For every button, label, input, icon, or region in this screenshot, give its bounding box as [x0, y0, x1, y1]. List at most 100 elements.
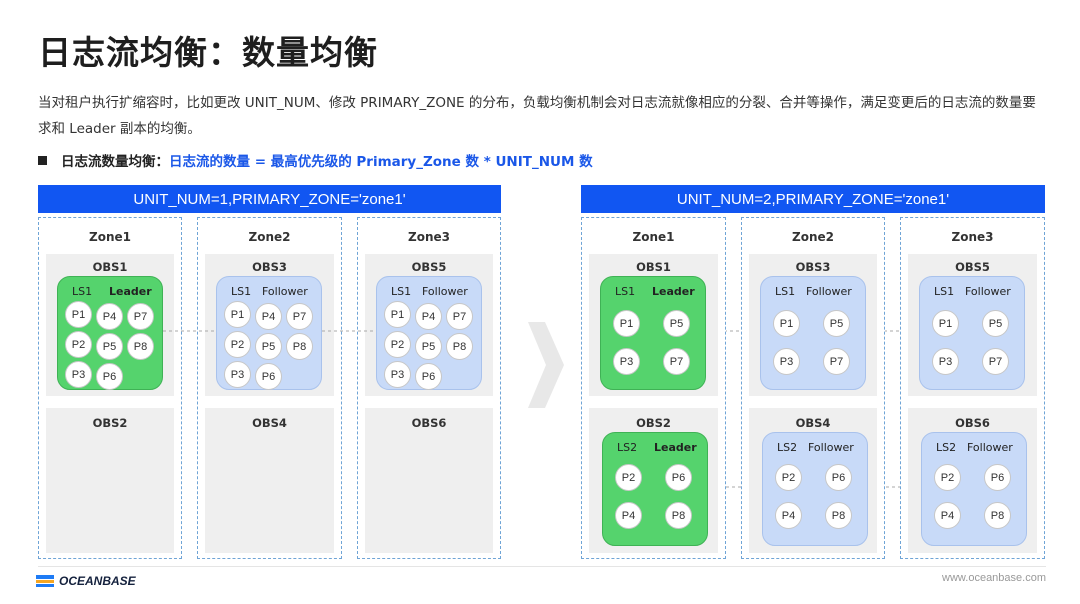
- partition-circle: P6: [825, 464, 852, 491]
- partition-circle: P5: [415, 333, 442, 360]
- partition-circle: P5: [982, 310, 1009, 337]
- bullet-formula: 日志流的数量 = 最高优先级的 Primary_Zone 数 * UNIT_NU…: [169, 154, 593, 170]
- ls-name: LS2: [777, 441, 798, 454]
- partition-circle: P1: [65, 301, 92, 328]
- partition-circle: P3: [613, 348, 640, 375]
- partition-circle: P8: [825, 502, 852, 529]
- zone-title: Zone2: [248, 230, 291, 244]
- right-zone1: Zone1 OBS1 LS1 Leader P1 P5 P3 P7 OBS2 L…: [581, 217, 726, 559]
- obs-box: OBS4 LS2 Follower P2 P6 P4 P8: [749, 408, 877, 553]
- ls-name: LS1: [934, 285, 955, 298]
- partition-circle: P6: [984, 464, 1011, 491]
- obs-box: OBS6: [365, 408, 493, 553]
- partition-circle: P4: [775, 502, 802, 529]
- obs-label: OBS1: [92, 260, 128, 274]
- partition-circle: P2: [615, 464, 642, 491]
- ls-name: LS2: [936, 441, 957, 454]
- partition-circle: P3: [384, 361, 411, 388]
- partition-circle: P4: [96, 303, 123, 330]
- log-stream-box: LS2 Follower P2 P6 P4 P8: [762, 432, 868, 546]
- partition-circle: P1: [384, 301, 411, 328]
- website-text: www.oceanbase.com: [942, 572, 1046, 584]
- partition-circle: P5: [255, 333, 282, 360]
- partition-circle: P5: [663, 310, 690, 337]
- partition-circle: P3: [224, 361, 251, 388]
- ls-role: Leader: [652, 285, 695, 298]
- bullet-line: 日志流数量均衡： 日志流的数量 = 最高优先级的 Primary_Zone 数 …: [38, 150, 593, 170]
- ls-role: Follower: [965, 285, 1011, 298]
- partition-circle: P8: [446, 333, 473, 360]
- partition-circle: P1: [932, 310, 959, 337]
- obs-label: OBS2: [636, 416, 671, 430]
- bullet-label: 日志流数量均衡：: [61, 154, 169, 170]
- log-stream-box: LS1 Follower P1 P4 P7 P2 P5 P8 P3 P6: [216, 276, 322, 390]
- partition-circle: P6: [415, 363, 442, 390]
- transition-arrow-icon: [528, 322, 564, 408]
- partition-circle: P7: [982, 348, 1009, 375]
- obs-label: OBS5: [955, 260, 990, 274]
- ls-name: LS1: [72, 285, 93, 298]
- log-stream-box: LS1 Follower P1 P5 P3 P7: [919, 276, 1025, 390]
- partition-circle: P3: [65, 361, 92, 388]
- partition-circle: P4: [415, 303, 442, 330]
- partition-circle: P2: [224, 331, 251, 358]
- partition-circle: P6: [96, 363, 123, 390]
- ls-name: LS1: [615, 285, 636, 298]
- oceanbase-logo: OCEANBASE: [36, 574, 136, 588]
- ls-role: Follower: [967, 441, 1013, 454]
- description-text: 当对租户执行扩缩容时，比如更改 UNIT_NUM、修改 PRIMARY_ZONE…: [38, 95, 1036, 137]
- partition-circle: P8: [127, 333, 154, 360]
- obs-label: OBS6: [411, 416, 447, 430]
- log-stream-box: LS1 Follower P1 P4 P7 P2 P5 P8 P3 P6: [376, 276, 482, 390]
- log-stream-box: LS2 Follower P2 P6 P4 P8: [921, 432, 1027, 546]
- ls-role: Follower: [262, 285, 308, 298]
- log-stream-box: LS1 Follower P1 P5 P3 P7: [760, 276, 866, 390]
- ls-name: LS1: [231, 285, 252, 298]
- partition-circle: P4: [255, 303, 282, 330]
- obs-label: OBS4: [795, 416, 831, 430]
- right-zone3: Zone3 OBS5 LS1 Follower P1 P5 P3 P7 OBS6…: [900, 217, 1045, 559]
- partition-circle: P7: [446, 303, 473, 330]
- left-panel-header: UNIT_NUM=1,PRIMARY_ZONE='zone1': [38, 185, 501, 213]
- left-zone3: Zone3 OBS5 LS1 Follower P1 P4 P7 P2 P5 P…: [357, 217, 501, 559]
- partition-circle: P2: [775, 464, 802, 491]
- obs-box: OBS2 LS2 Leader P2 P6 P4 P8: [589, 408, 718, 553]
- obs-box: OBS5 LS1 Follower P1 P5 P3 P7: [908, 254, 1037, 396]
- obs-box: OBS1 LS1 Leader P1 P5 P3 P7: [589, 254, 718, 396]
- obs-box: OBS3 LS1 Follower P1 P4 P7 P2 P5 P8 P3 P…: [205, 254, 334, 396]
- zone-title: Zone2: [792, 230, 834, 244]
- obs-label: OBS3: [252, 260, 287, 274]
- zone-title: Zone3: [951, 230, 994, 244]
- ls-role: Leader: [654, 441, 697, 454]
- partition-circle: P4: [615, 502, 642, 529]
- obs-box: OBS6 LS2 Follower P2 P6 P4 P8: [908, 408, 1037, 553]
- zone-title: Zone3: [408, 230, 450, 244]
- footer-divider: [38, 566, 1046, 567]
- ls-name: LS1: [391, 285, 412, 298]
- obs-label: OBS2: [92, 416, 128, 430]
- right-zone2: Zone2 OBS3 LS1 Follower P1 P5 P3 P7 OBS4…: [741, 217, 885, 559]
- log-stream-box: LS1 Leader P1 P5 P3 P7: [600, 276, 706, 390]
- partition-circle: P3: [773, 348, 800, 375]
- obs-box: OBS4: [205, 408, 334, 553]
- partition-circle: P6: [255, 363, 282, 390]
- partition-circle: P8: [665, 502, 692, 529]
- ls-role: Follower: [806, 285, 852, 298]
- obs-label: OBS4: [252, 416, 287, 430]
- ls-role: Leader: [109, 285, 152, 298]
- log-stream-box: LS2 Leader P2 P6 P4 P8: [602, 432, 708, 546]
- partition-circle: P4: [934, 502, 961, 529]
- obs-box: OBS2: [46, 408, 174, 553]
- partition-circle: P8: [984, 502, 1011, 529]
- obs-label: OBS6: [955, 416, 990, 430]
- oceanbase-logo-icon: [36, 575, 54, 587]
- obs-label: OBS1: [636, 260, 671, 274]
- page-title: 日志流均衡：数量均衡: [38, 33, 378, 72]
- partition-circle: P2: [934, 464, 961, 491]
- partition-circle: P7: [663, 348, 690, 375]
- left-zone2: Zone2 OBS3 LS1 Follower P1 P4 P7 P2 P5 P…: [197, 217, 342, 559]
- partition-circle: P1: [224, 301, 251, 328]
- partition-circle: P7: [823, 348, 850, 375]
- partition-circle: P7: [286, 303, 313, 330]
- partition-circle: P8: [286, 333, 313, 360]
